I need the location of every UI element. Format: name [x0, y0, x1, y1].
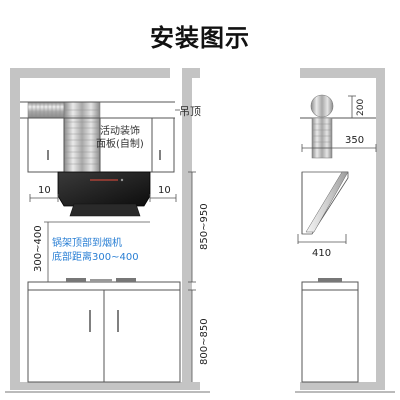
left-gap-label: 10 — [38, 185, 51, 196]
dim-800-850-label: 800~850 — [199, 318, 210, 365]
note-line1: 锅架顶部到烟机 — [52, 236, 122, 249]
side-duct-outlet — [310, 94, 334, 118]
right-gap-label: 10 — [158, 185, 171, 196]
dim-300-400-label: 300~400 — [33, 225, 44, 272]
front-floor — [10, 382, 200, 390]
front-burners — [66, 278, 136, 282]
front-view: 吊顶 活动装饰 面板(自制) 10 10 — [5, 68, 210, 393]
front-upper-cabinet-right — [151, 117, 175, 173]
panel-label-line2: 面板(自制) — [96, 137, 144, 150]
front-duct-horizontal — [27, 101, 65, 119]
side-lower-cabinet — [301, 289, 359, 383]
side-view: 200 350 410 — [295, 68, 395, 393]
dim-850-950-label: 850~950 — [199, 203, 210, 250]
side-floor — [300, 382, 385, 390]
front-range-hood — [57, 171, 151, 207]
front-duct-vertical — [63, 101, 101, 173]
dim-350-label: 350 — [345, 135, 364, 146]
panel-label-line1: 活动装饰 — [100, 124, 140, 137]
decorative-panel — [99, 117, 153, 173]
dim-410-label: 410 — [312, 248, 331, 259]
page-title: 安装图示 — [150, 24, 250, 52]
dim-200-label: 200 — [356, 99, 366, 116]
note-line2: 底部距离300~400 — [52, 250, 139, 263]
front-upper-cabinet-left — [27, 117, 65, 173]
front-right-wall — [182, 68, 200, 382]
side-countertop — [301, 281, 359, 291]
front-countertop — [27, 281, 181, 291]
ceiling-label: 吊顶 — [179, 105, 201, 118]
side-ceiling-wall — [300, 68, 385, 382]
